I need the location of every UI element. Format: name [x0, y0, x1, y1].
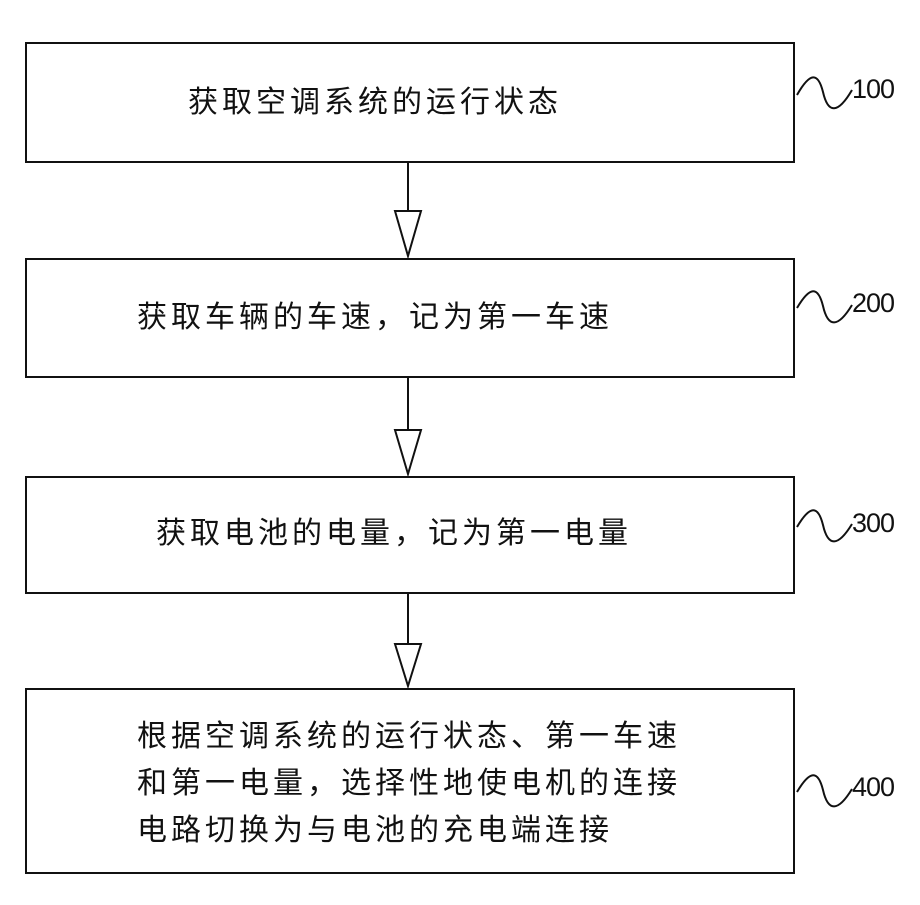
- leader-squiggle-300: [797, 510, 852, 541]
- leader-squiggle-100: [797, 77, 852, 108]
- arrow-100-to-200: [395, 163, 421, 256]
- step-ref-300: 300: [852, 508, 894, 539]
- arrow-300-to-400: [395, 594, 421, 686]
- leader-squiggle-200: [797, 291, 852, 322]
- step-ref-200: 200: [852, 288, 894, 319]
- step-ref-400: 400: [852, 772, 894, 803]
- step-ref-100: 100: [852, 74, 894, 105]
- leader-squiggle-400: [797, 775, 852, 806]
- arrow-200-to-300: [395, 378, 421, 474]
